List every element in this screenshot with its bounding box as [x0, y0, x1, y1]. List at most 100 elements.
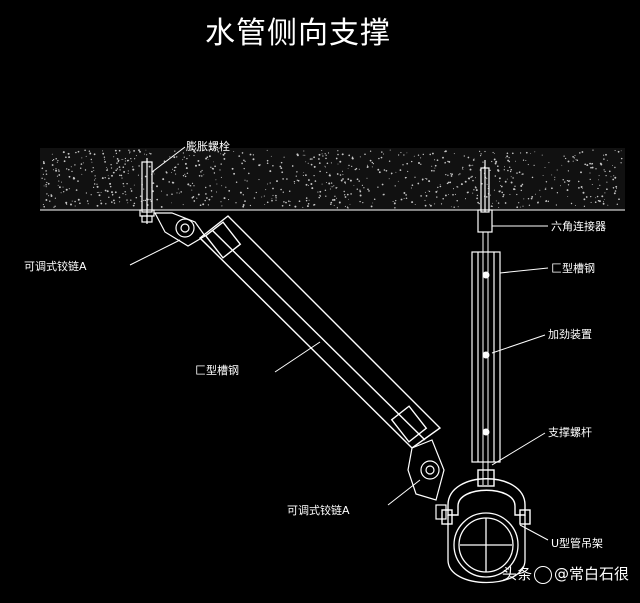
concrete-dot: [269, 182, 271, 184]
concrete-dot: [490, 194, 491, 196]
concrete-dot: [175, 173, 177, 175]
concrete-dot: [119, 174, 121, 177]
concrete-dot: [493, 153, 495, 155]
concrete-dot: [330, 182, 333, 184]
concrete-dot: [330, 162, 332, 164]
concrete-dot: [337, 163, 339, 165]
concrete-dot: [197, 193, 200, 196]
concrete-dot: [266, 159, 269, 162]
concrete-dot: [607, 204, 609, 206]
concrete-dot: [498, 190, 501, 193]
concrete-dot: [330, 186, 332, 188]
concrete-dot: [275, 194, 277, 197]
concrete-dot: [525, 151, 528, 154]
concrete-dot: [344, 205, 346, 207]
concrete-dot: [128, 149, 130, 151]
concrete-dot: [491, 205, 493, 207]
concrete-dot: [442, 198, 444, 200]
concrete-dot: [349, 179, 352, 182]
concrete-dot: [171, 202, 172, 204]
concrete-dot: [281, 204, 284, 207]
concrete-dot: [367, 165, 369, 168]
concrete-dot: [318, 162, 321, 164]
concrete-dot: [235, 181, 238, 184]
concrete-dot: [333, 185, 335, 187]
concrete-dot: [94, 175, 96, 177]
concrete-dot: [143, 199, 145, 202]
concrete-dot: [397, 180, 399, 182]
concrete-dot: [176, 192, 178, 194]
concrete-dot: [322, 155, 324, 157]
concrete-dot: [448, 160, 451, 163]
concrete-dot: [531, 176, 534, 179]
page-title: 水管侧向支撑: [205, 16, 391, 51]
concrete-dot: [351, 157, 354, 160]
concrete-dot: [475, 187, 477, 189]
concrete-dot: [341, 153, 344, 156]
concrete-dot: [589, 172, 591, 174]
concrete-dot: [605, 153, 607, 156]
concrete-dot: [344, 183, 346, 185]
concrete-dot: [60, 192, 62, 194]
concrete-dot: [477, 201, 479, 204]
concrete-dot: [133, 150, 135, 152]
concrete-dot: [117, 160, 119, 163]
concrete-dot: [185, 167, 188, 170]
concrete-dot: [121, 177, 123, 179]
concrete-dot: [191, 182, 194, 184]
concrete-dot: [545, 181, 548, 183]
concrete-dot: [470, 176, 472, 178]
concrete-dot: [50, 194, 52, 196]
concrete-dot: [567, 180, 570, 183]
watermark-logo-icon: [534, 565, 553, 584]
concrete-dot: [243, 167, 245, 170]
label-support-rod: 支撑螺杆: [548, 426, 592, 439]
concrete-dot: [55, 168, 57, 170]
concrete-dot: [120, 174, 123, 177]
concrete-dot: [88, 150, 91, 152]
concrete-dot: [563, 155, 565, 157]
concrete-dot: [231, 167, 234, 170]
concrete-dot: [104, 177, 106, 179]
concrete-dot: [244, 179, 246, 181]
concrete-dot: [75, 151, 77, 154]
concrete-dot: [190, 185, 192, 187]
concrete-dot: [146, 154, 148, 156]
concrete-dot: [93, 153, 96, 156]
concrete-dot: [613, 192, 616, 195]
concrete-dot: [318, 196, 320, 199]
concrete-dot: [597, 187, 599, 190]
concrete-dot: [324, 165, 326, 167]
concrete-dot: [246, 180, 248, 182]
concrete-dot: [367, 188, 369, 191]
concrete-dot: [348, 198, 349, 200]
concrete-dot: [110, 164, 112, 166]
concrete-dot: [335, 157, 338, 160]
concrete-dot: [434, 159, 436, 161]
concrete-dot: [589, 162, 591, 165]
concrete-dot: [520, 185, 523, 187]
concrete-dot: [308, 199, 310, 201]
concrete-dot: [476, 197, 478, 200]
concrete-dot: [276, 180, 278, 183]
concrete-dot: [96, 183, 98, 185]
concrete-dot: [79, 167, 82, 169]
concrete-dot: [194, 151, 196, 153]
concrete-dot: [291, 165, 294, 167]
concrete-dot: [567, 195, 569, 197]
concrete-dot: [207, 204, 209, 206]
concrete-dot: [264, 203, 266, 205]
concrete-dot: [193, 154, 195, 157]
concrete-dot: [382, 153, 385, 155]
concrete-dot: [575, 159, 577, 161]
concrete-dot: [498, 177, 501, 180]
concrete-dot: [578, 187, 580, 189]
concrete-dot: [308, 185, 309, 186]
concrete-dot: [598, 175, 600, 177]
concrete-dot: [282, 178, 284, 180]
concrete-dot: [560, 185, 561, 187]
concrete-dot: [42, 204, 44, 206]
concrete-dot: [111, 174, 113, 177]
concrete-dot: [77, 180, 79, 182]
